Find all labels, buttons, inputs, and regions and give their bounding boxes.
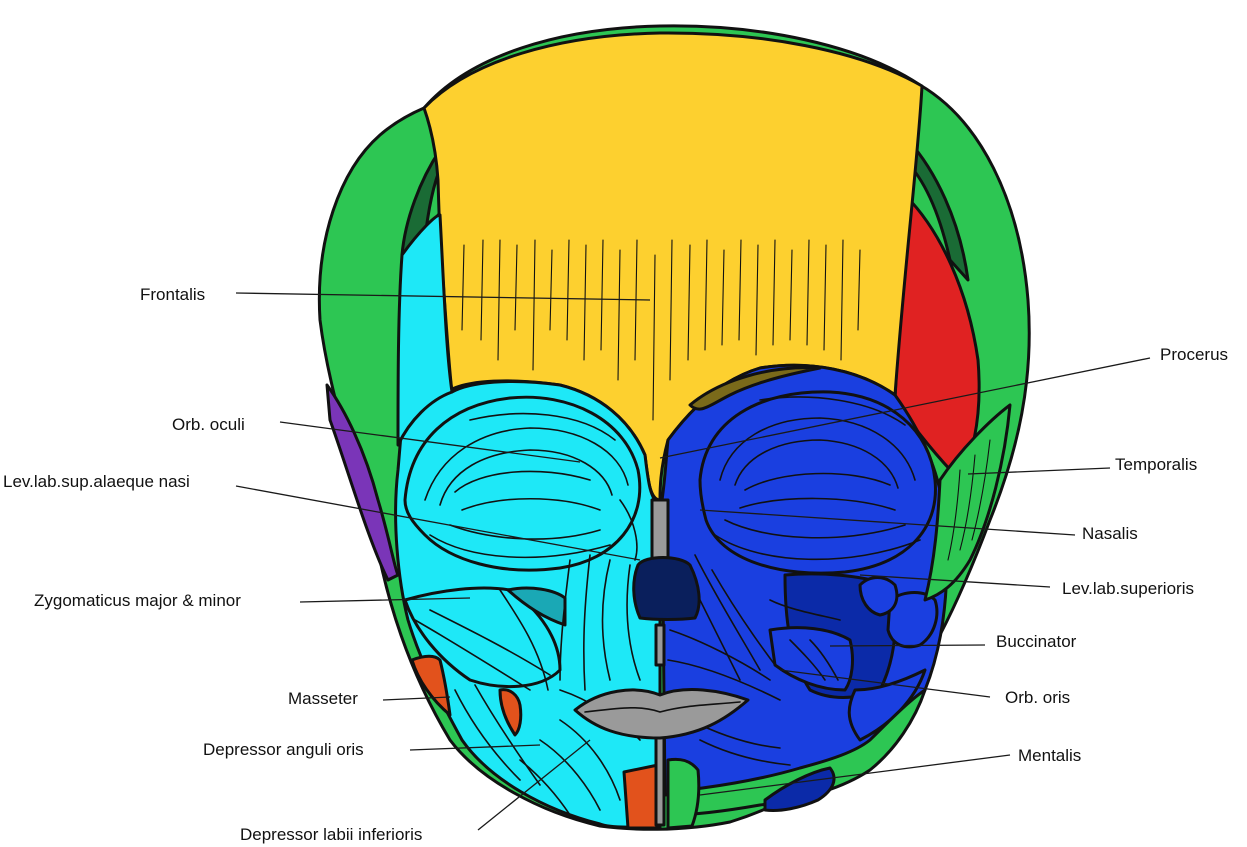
label-lev-lab-superioris: Lev.lab.superioris bbox=[1062, 579, 1194, 598]
label-masseter: Masseter bbox=[288, 689, 358, 708]
lev-lab-left-dark bbox=[506, 586, 567, 627]
buccinator-right bbox=[768, 626, 854, 692]
lips bbox=[573, 688, 750, 740]
midline-lower bbox=[654, 728, 666, 827]
mentalis-right bbox=[763, 766, 836, 812]
philtrum bbox=[654, 623, 666, 667]
buccinator-left-orange bbox=[498, 688, 523, 737]
label-depressor-anguli-oris: Depressor anguli oris bbox=[203, 740, 364, 759]
label-orb-oculi: Orb. oculi bbox=[172, 415, 245, 434]
label-orb-oris: Orb. oris bbox=[1005, 688, 1070, 707]
masseter-left-orange bbox=[410, 654, 452, 717]
buccinator-right-ring bbox=[886, 591, 939, 649]
temporalis-right-fibers bbox=[947, 439, 991, 561]
chin-green bbox=[666, 757, 701, 830]
label-frontalis: Frontalis bbox=[140, 285, 205, 304]
nasal-bridge bbox=[650, 498, 670, 562]
label-zygomaticus: Zygomaticus major & minor bbox=[34, 591, 241, 610]
orb-oculi-left bbox=[403, 395, 642, 572]
lev-lab-right-small bbox=[858, 576, 899, 617]
lips-line bbox=[584, 701, 741, 713]
temporalis-deep-right bbox=[903, 138, 970, 282]
frontalis-striations bbox=[461, 239, 861, 421]
label-procerus: Procerus bbox=[1160, 345, 1228, 364]
label-nasalis: Nasalis bbox=[1082, 524, 1138, 543]
label-mentalis: Mentalis bbox=[1018, 746, 1081, 765]
label-depressor-labii-inferioris: Depressor labii inferioris bbox=[240, 825, 422, 844]
orb-oculi-right-fibers bbox=[714, 396, 921, 561]
left-temple-strip bbox=[396, 213, 454, 447]
label-lev-lab-sup-alaeque-nasi: Lev.lab.sup.alaeque nasi bbox=[3, 472, 190, 491]
nose-dark bbox=[632, 556, 701, 621]
procerus-olive bbox=[688, 366, 822, 411]
leader-lines bbox=[235, 292, 1151, 831]
depressor-labii-orange bbox=[622, 763, 662, 830]
mandible-right-green bbox=[666, 688, 927, 817]
label-temporalis: Temporalis bbox=[1115, 455, 1197, 474]
label-buccinator: Buccinator bbox=[996, 632, 1077, 651]
lateral-left-purple bbox=[325, 383, 400, 582]
orb-oculi-left-fibers bbox=[424, 412, 629, 559]
